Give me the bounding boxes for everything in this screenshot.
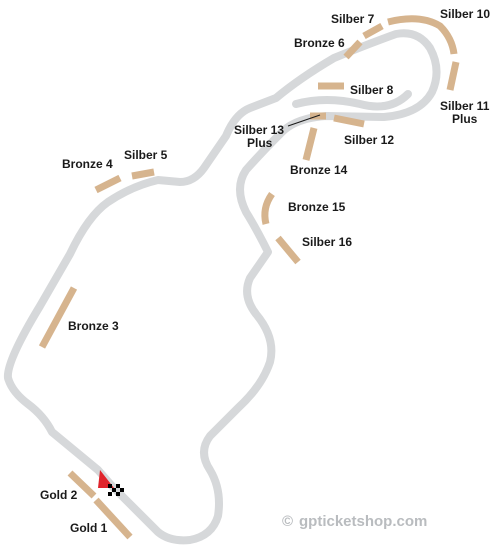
track-esses <box>292 90 412 111</box>
label-silber-11-line1: Silber 11 <box>440 99 490 113</box>
label-silber-12: Silber 12 <box>344 133 394 147</box>
label-silber-16: Silber 16 <box>302 235 352 249</box>
label-silber-10: Silber 10 <box>440 7 490 21</box>
label-silber-8: Silber 8 <box>350 83 394 97</box>
label-silber-7: Silber 7 <box>331 12 375 26</box>
checkered-flag-icon <box>108 484 124 496</box>
label-bronze-4: Bronze 4 <box>62 157 113 171</box>
race-track <box>3 29 441 545</box>
grandstand-gold-2 <box>67 470 97 499</box>
label-bronze-15: Bronze 15 <box>288 200 346 214</box>
grandstand-bronze-14 <box>302 127 318 161</box>
watermark-text: gpticketshop.com <box>299 513 427 530</box>
label-bronze-6: Bronze 6 <box>294 36 345 50</box>
label-gold-2: Gold 2 <box>40 488 78 502</box>
label-silber-11-line2: Plus <box>452 112 478 126</box>
label-bronze-14: Bronze 14 <box>290 163 348 177</box>
label-gold-1: Gold 1 <box>70 521 108 535</box>
label-silber-13-line2: Plus <box>247 136 273 150</box>
copyright-symbol: © <box>282 513 293 530</box>
grandstand-bronze-3 <box>38 286 78 349</box>
grandstand-gold-1 <box>93 497 133 540</box>
grandstand-silber-16 <box>275 235 301 265</box>
silber-13-leader-line <box>287 114 321 127</box>
grandstand-silber-11 <box>446 61 460 91</box>
label-silber-5: Silber 5 <box>124 148 168 162</box>
grandstand-silber-10 <box>387 15 458 55</box>
grandstand-bronze-4 <box>94 174 122 194</box>
grandstand-bronze-6 <box>343 39 363 60</box>
grandstand-bronze-15 <box>261 191 275 225</box>
label-silber-13-line1: Silber 13 <box>234 123 284 137</box>
grandstand-silber-5 <box>131 168 155 180</box>
grandstand-silber-12 <box>333 114 365 128</box>
grandstand-silber-7 <box>362 22 384 40</box>
label-bronze-3: Bronze 3 <box>68 319 119 333</box>
red-triangle-icon <box>98 470 114 488</box>
